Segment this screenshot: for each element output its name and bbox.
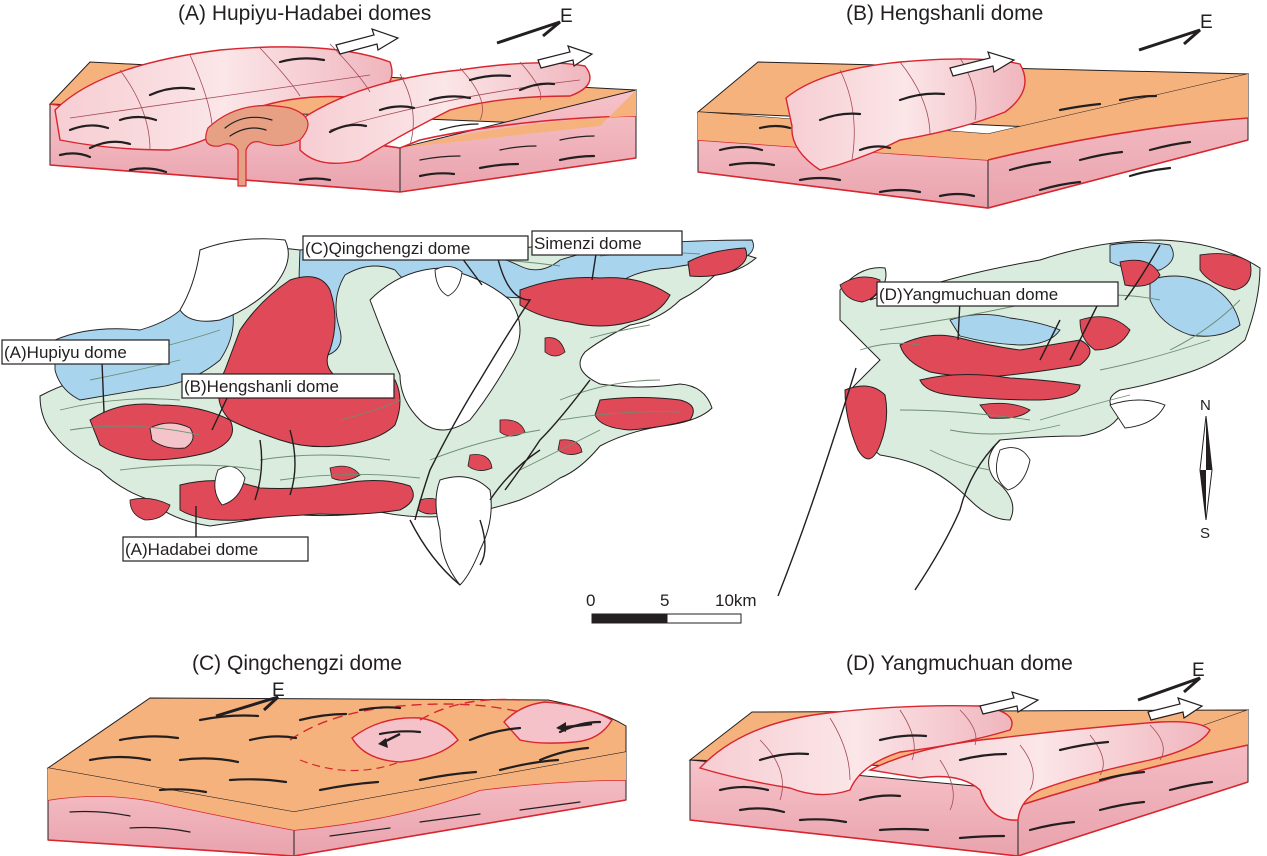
map-label-qingchengzi-box <box>302 235 529 261</box>
map-label-simenzi: Simenzi dome <box>534 234 642 253</box>
panel-b-title: (B) Hengshanli dome <box>846 2 1043 25</box>
panel-c-dome-eye <box>351 717 459 763</box>
svg-text:E: E <box>272 680 285 701</box>
map-label-hupiyu: (A)Hupiyu dome <box>4 343 127 362</box>
panel-c-dome-right <box>503 701 613 744</box>
panel-d-arrow-right <box>1147 697 1204 721</box>
panel-c-orientation: E <box>215 680 285 718</box>
svg-text:S: S <box>1200 525 1210 542</box>
panel-a-dome-right <box>299 62 591 165</box>
panel-d-block-diagram: (D) Yangmuchuan dome E <box>688 652 1250 856</box>
map-label-yangmuchuan: (D)Yangmuchuan dome <box>879 285 1058 304</box>
map-label-qingchengzi: (C)Qingchengzi dome <box>305 239 470 258</box>
scale-tick-5: 5 <box>660 591 669 610</box>
panel-d-title: (D) Yangmuchuan dome <box>846 652 1073 675</box>
panel-d-orientation: E <box>1137 660 1205 702</box>
north-arrow: N S <box>1199 397 1213 542</box>
map-label-hupiyu-box <box>1 339 170 365</box>
svg-text:E: E <box>1192 660 1205 681</box>
panel-a-arrow-right <box>537 45 594 69</box>
geologic-map-west: (A)Hupiyu dome (B)Hengshanli dome (C)Qin… <box>1 230 757 586</box>
panel-d-arrow-left <box>979 691 1040 715</box>
panel-b-block-diagram: (B) Hengshanli dome E <box>696 2 1250 209</box>
scale-bar: 0 5 10km <box>586 591 757 624</box>
panel-d-dome-left <box>698 704 1013 796</box>
panel-b-orientation: E <box>1138 12 1213 52</box>
map-label-yangmuchuan-box <box>876 281 1119 307</box>
svg-text:E: E <box>1200 12 1213 33</box>
map-label-simenzi-box <box>531 230 683 256</box>
panel-c-title: (C) Qingchengzi dome <box>192 652 402 675</box>
panel-c-block-diagram: (C) Qingchengzi dome E <box>46 652 627 856</box>
panel-b-arrow <box>949 51 1016 77</box>
panel-d-dome-right <box>867 720 1211 821</box>
panel-b-dome <box>785 58 1026 171</box>
map-west-hengshanli-core <box>149 422 194 449</box>
map-east-yangmuchuan-granite <box>899 334 1091 377</box>
panel-a-diapir <box>205 105 309 187</box>
scale-tick-0: 0 <box>586 591 595 610</box>
geologic-map-east: (D)Yangmuchuan dome N S <box>777 239 1261 597</box>
panel-a-orientation: E <box>496 6 573 45</box>
map-label-hengshanli: (B)Hengshanli dome <box>184 377 339 396</box>
scale-tick-10: 10km <box>715 591 757 610</box>
map-label-hadabei: (A)Hadabei dome <box>125 540 258 559</box>
map-west-granite-main <box>218 276 401 448</box>
svg-text:N: N <box>1200 397 1211 414</box>
map-label-hengshanli-box <box>181 373 395 399</box>
panel-a-arrow-left <box>335 28 400 55</box>
map-label-hadabei-box <box>122 536 309 562</box>
panel-a-block-diagram: (A) Hupiyu-Hadabei domes E <box>48 2 638 193</box>
svg-text:E: E <box>560 6 573 27</box>
panel-a-title: (A) Hupiyu-Hadabei domes <box>178 2 431 25</box>
